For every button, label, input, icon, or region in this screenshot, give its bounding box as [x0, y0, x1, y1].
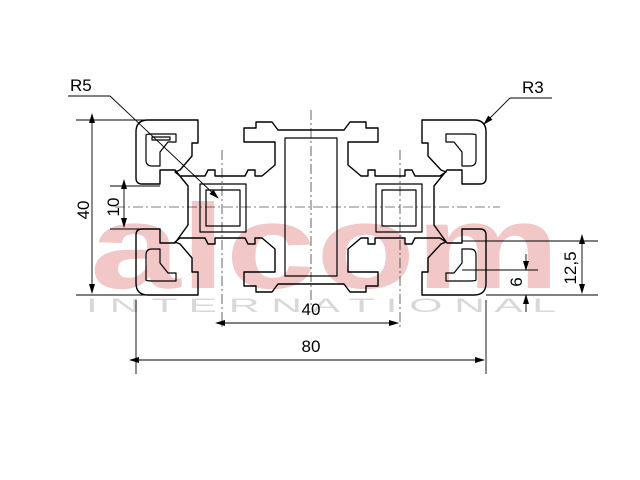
corner-slot-bottom-left: [145, 248, 177, 282]
r5-leader-diagonal: [109, 95, 219, 199]
watermark-brand: alcom: [90, 180, 560, 314]
corner-slot-top-left: [145, 133, 177, 167]
corner-slot-top-right: [445, 133, 477, 167]
r3-label: R3: [522, 78, 544, 97]
height-label: 40: [74, 201, 93, 220]
r5-label: R5: [70, 76, 92, 95]
right-core-cavity: [375, 183, 423, 233]
offset-large-label: 12,5: [561, 251, 580, 284]
profile-outline: [135, 119, 487, 296]
r3-leader-diagonal: [483, 97, 511, 125]
left-core-cavity: [199, 183, 247, 233]
slot-label: 10: [104, 198, 123, 217]
corner-slot-bottom-right: [445, 248, 477, 282]
center-cavity: [284, 137, 338, 277]
width-label: 80: [302, 337, 321, 356]
watermark-subtitle: I N T E R N A T I O N A L: [86, 296, 556, 317]
spacing-label: 40: [302, 300, 321, 319]
offset-small-label: 6: [507, 277, 526, 286]
